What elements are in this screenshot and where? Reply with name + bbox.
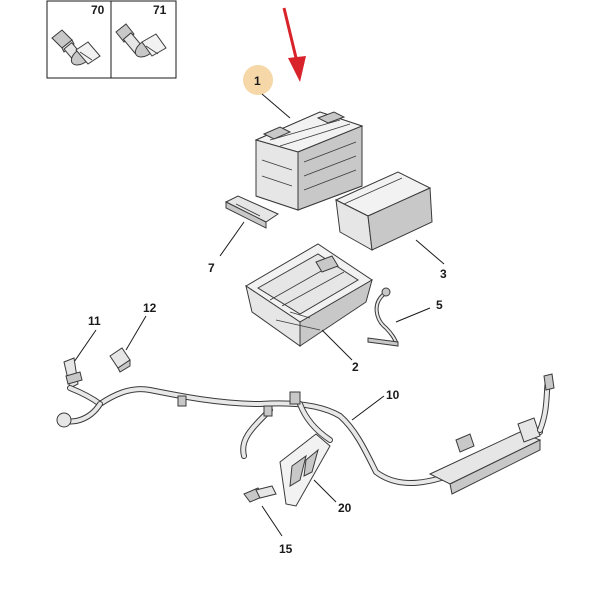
leader-line-1 bbox=[261, 93, 291, 119]
leader-line-3 bbox=[415, 239, 445, 265]
part-number-11: 11 bbox=[88, 314, 101, 328]
part-number-7: 7 bbox=[208, 261, 215, 275]
red-arrow-icon bbox=[282, 7, 306, 82]
part-number-1: 1 bbox=[254, 74, 261, 88]
part-number-20: 20 bbox=[338, 501, 352, 515]
fastener-number-70: 70 bbox=[91, 3, 105, 17]
leader-line-15 bbox=[261, 505, 283, 537]
part-number-3: 3 bbox=[440, 267, 447, 281]
battery: 1 bbox=[243, 65, 364, 211]
leader-line-10 bbox=[351, 395, 385, 421]
part-number-2: 2 bbox=[352, 360, 359, 374]
cable-clip: 12 bbox=[109, 301, 157, 373]
flange-bolt-icon bbox=[51, 29, 101, 66]
battery-insulation-jacket: 3 bbox=[334, 171, 447, 281]
fastener-box: 70 71 bbox=[46, 0, 177, 79]
highlight-circle bbox=[243, 65, 273, 95]
leader-line-2 bbox=[321, 329, 353, 361]
ground-cable: 5 bbox=[367, 287, 443, 347]
battery-tray: 2 bbox=[245, 243, 373, 374]
leader-line-20 bbox=[313, 479, 337, 503]
shoulder-bolt-icon bbox=[115, 23, 167, 58]
part-number-12: 12 bbox=[143, 301, 157, 315]
part-number-15: 15 bbox=[279, 542, 293, 556]
leader-line-12 bbox=[125, 315, 147, 351]
harness-bracket: 11 bbox=[63, 314, 101, 389]
fastener-number-71: 71 bbox=[153, 3, 167, 17]
leader-line-11 bbox=[73, 329, 97, 363]
leader-line-7 bbox=[219, 221, 245, 257]
harness-support-bracket: 20 bbox=[279, 433, 352, 515]
part-number-5: 5 bbox=[436, 298, 443, 312]
part-number-10: 10 bbox=[386, 388, 400, 402]
battery-hold-down-clamp: 7 bbox=[208, 195, 280, 275]
connector-clip: 15 bbox=[243, 485, 293, 556]
leader-line-5 bbox=[395, 307, 431, 323]
wiring-harness: 10 bbox=[56, 373, 555, 495]
